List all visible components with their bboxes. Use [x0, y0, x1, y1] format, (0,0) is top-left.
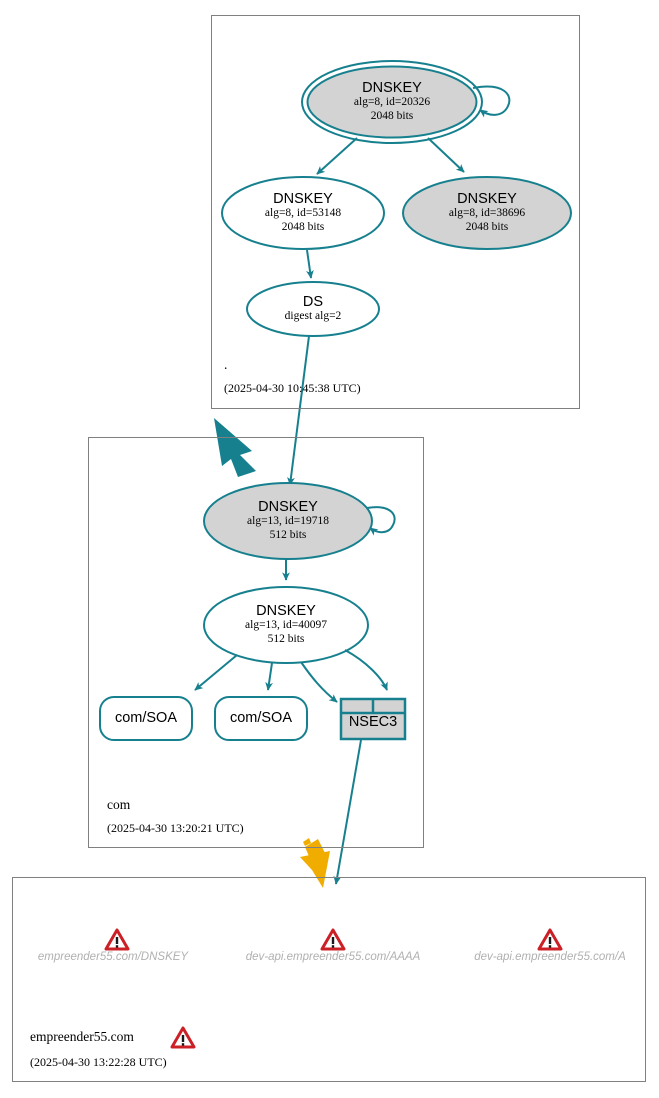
zone-label-root-name: . — [224, 357, 228, 372]
edge-com-zsk-to-nsec3-b — [344, 649, 388, 691]
bogus-lightning-bolt-icon — [300, 838, 330, 888]
rrset-label-dev-api-a[interactable]: dev-api.empreender55.com/A — [474, 951, 626, 963]
node-root-dnskey-53148[interactable] — [221, 176, 385, 250]
node-com-dnskey-40097[interactable] — [203, 586, 369, 664]
zone-label-com-name: com — [107, 797, 131, 812]
zone-box-com — [88, 437, 424, 848]
rrset-aaaa-warning-triangle-icon — [320, 928, 346, 951]
node-root-ksk[interactable] — [301, 60, 483, 144]
node-root-ds[interactable] — [246, 281, 380, 337]
edge-root-ksk-self-sign — [472, 85, 511, 118]
zone-label-com-timestamp: (2025-04-30 13:20:21 UTC) — [107, 821, 244, 835]
zone-box-root — [211, 15, 580, 409]
zone-label-empreender55-timestamp: (2025-04-30 13:22:28 UTC) — [30, 1055, 167, 1069]
rrset-dnskey-warning-triangle-icon — [104, 928, 130, 951]
edge-com-zsk-to-soa-2 — [265, 662, 273, 691]
edge-dnskey-53148-to-ds — [306, 249, 314, 279]
edge-com-ksk-self-sign — [366, 506, 396, 536]
edge-root-ksk-to-dnskey-53148 — [316, 137, 358, 175]
node-root-dnskey-38696[interactable] — [402, 176, 572, 250]
node-com-soa-2[interactable] — [214, 696, 308, 741]
edge-nsec3-to-empreender55 — [333, 739, 362, 885]
rrset-a-warning-triangle-icon — [537, 928, 563, 951]
delegation-chevron-root-to-com — [214, 418, 256, 477]
node-com-nsec3[interactable] — [339, 697, 407, 741]
rrset-label-empreender55-dnskey[interactable]: empreender55.com/DNSKEY — [37, 951, 189, 963]
zone-status-warning-triangle-icon — [170, 1026, 196, 1049]
zone-label-root-timestamp: (2025-04-30 10:45:38 UTC) — [224, 381, 361, 395]
zone-box-empreender55 — [12, 877, 646, 1082]
edge-com-zsk-to-nsec3-a — [300, 661, 338, 703]
edge-com-zsk-to-soa-1 — [194, 654, 238, 691]
edge-root-ksk-to-dnskey-38696 — [427, 137, 465, 173]
rrset-label-dev-api-aaaa[interactable]: dev-api.empreender55.com/AAAA — [245, 951, 421, 963]
edge-ds-to-com-dnskey-19718 — [287, 335, 310, 486]
node-com-soa-1[interactable] — [99, 696, 193, 741]
zone-label-empreender55-name: empreender55.com — [30, 1029, 134, 1044]
node-com-dnskey-19718[interactable] — [203, 482, 373, 560]
